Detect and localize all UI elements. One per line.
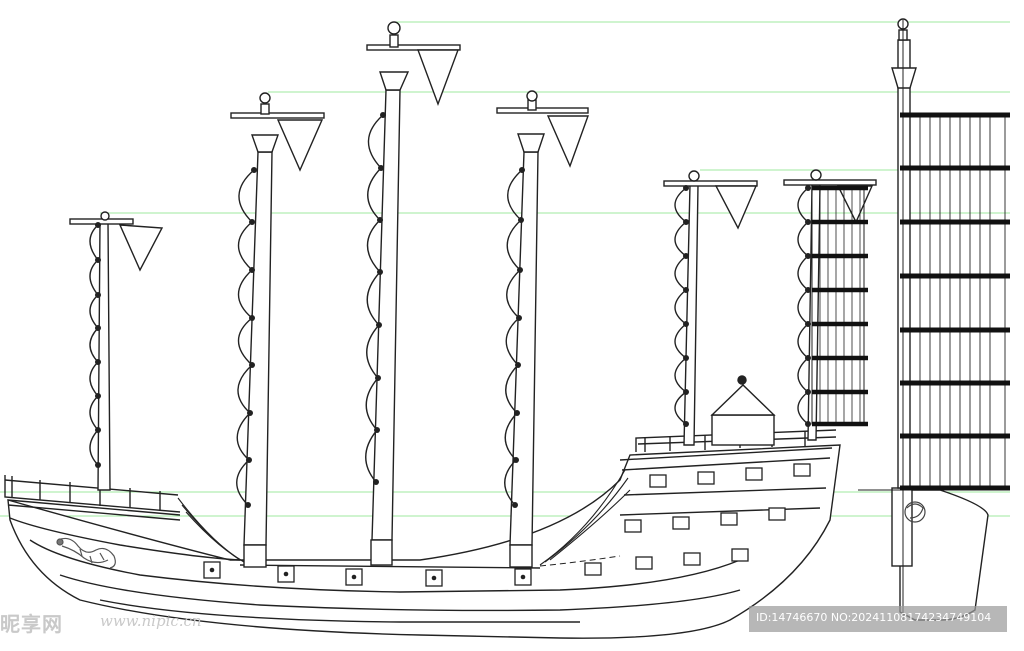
mast-1	[69, 211, 164, 491]
end-view	[858, 18, 1010, 621]
dragon-decoration	[56, 537, 116, 569]
rigging-ropes	[177, 469, 631, 566]
mast-3-main	[365, 21, 461, 566]
mast-3-sail-lobes	[365, 114, 384, 483]
mast-5-sail-lobes	[674, 187, 688, 425]
watermark-site: www.nipic.cn	[100, 612, 202, 630]
hull-side-view	[7, 444, 841, 639]
end-view-battens	[900, 112, 1010, 491]
mast-2	[230, 92, 325, 568]
deck-dashed-line	[539, 555, 621, 567]
hull-window-dots	[209, 567, 526, 581]
mast-6-battens	[812, 185, 868, 427]
mast-4	[496, 90, 589, 568]
mast-6	[783, 169, 877, 441]
mast-1-sail-lobes	[89, 224, 99, 466]
watermark-id-bar	[749, 606, 1007, 632]
watermark-logo: 昵享网	[0, 612, 63, 636]
end-view-ornament	[904, 501, 926, 523]
mast-6-sail-lobes	[797, 187, 810, 425]
stern-cabin	[710, 375, 776, 446]
watermark-id-text: ID:14746670 NO:20241108174234749104	[756, 611, 992, 624]
mast-5	[663, 170, 758, 446]
